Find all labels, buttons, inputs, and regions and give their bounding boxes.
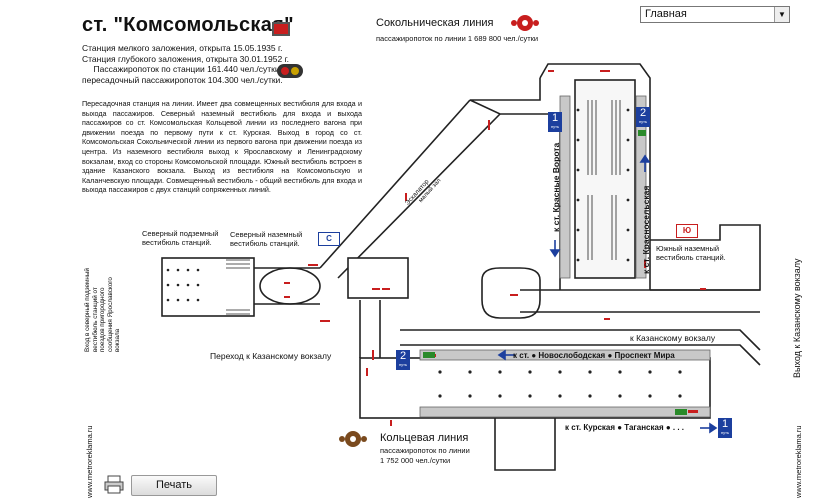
to-kazan-label: к Казанскому вокзалу	[630, 333, 716, 343]
print-icon[interactable]	[104, 474, 124, 494]
info-line: пересадочный пассажиропоток 104.300 чел.…	[82, 74, 283, 85]
sokol-line-name: Сокольническая линия	[376, 17, 494, 29]
south-badge: Ю	[676, 224, 698, 238]
south-ground-label: Южный наземный вестибюль станций.	[656, 244, 726, 262]
krasnye-vorota-label: к ст. Красные Ворота	[551, 142, 561, 232]
station-title: ст. "Комсомольская"	[82, 14, 294, 36]
sokol-line-badge	[272, 22, 290, 36]
chevron-down-icon[interactable]: ▼	[774, 7, 789, 22]
page-select-value: Главная	[645, 8, 687, 20]
ring-line-flow-label: пассажиропоток по линии	[380, 446, 470, 455]
perehod-kazan-label: Переход к Казанскому вокзалу	[210, 351, 332, 361]
info-line: Станция мелкого заложения, открыта 15.05…	[82, 43, 283, 53]
north-ground-label: Северный наземный вестибюль станций.	[230, 230, 303, 248]
krasnoselskaya-label: к ст. Красносельская	[641, 185, 651, 274]
ring-line-name: Кольцевая линия	[380, 432, 469, 444]
transfer-flow-icon	[277, 64, 303, 78]
north-badge: С	[318, 232, 340, 246]
novoslobodskaya-label: к ст. ● Новослободская ● Проспект Мира	[513, 351, 675, 360]
station-description: Пересадочная станция на линии. Имеет два…	[82, 99, 362, 195]
ring-line-flow-value: 1 752 000 чел./сутки	[380, 456, 451, 465]
north-underground-label: Северный подземный вестибюль станций.	[142, 229, 219, 247]
kurskaya-label: к ст. Курская ● Таганская ● . . .	[565, 423, 685, 432]
ring-line-logo-icon	[339, 431, 367, 447]
info-line: Станция глубокого заложения, открыта 30.…	[82, 53, 289, 64]
info-line: Пассажиропоток по станции 161.440 чел./с…	[93, 64, 282, 74]
print-button[interactable]: Печать	[131, 475, 217, 496]
page-select[interactable]: Главная ▼	[640, 6, 790, 23]
sokol-line-flow: пассажиропоток по линии 1 689 800 чел./с…	[376, 34, 539, 43]
metro-logo-icon	[511, 15, 539, 31]
station-info: Станция мелкого заложения, открыта 15.05…	[82, 43, 289, 85]
